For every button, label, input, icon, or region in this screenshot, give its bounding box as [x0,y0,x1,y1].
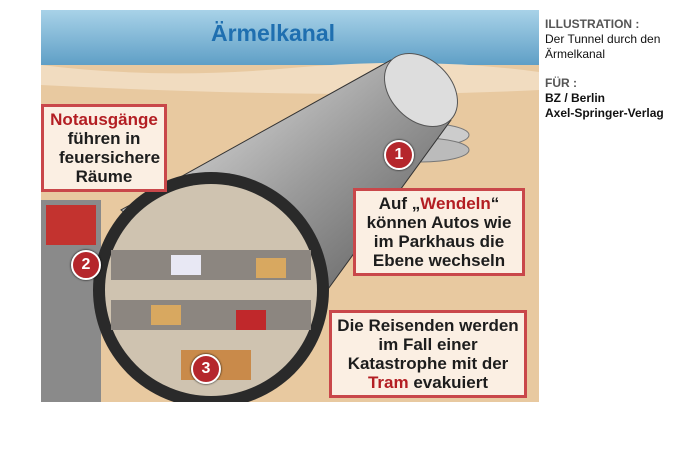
tunnel-end [384,53,458,127]
illustration-line: Der Tunnel durch den [545,32,661,46]
tunnel-drawing [41,10,539,408]
marker-2: 2 [71,250,101,280]
marker-1: 1 [384,140,414,170]
callout-prefix: Auf „ [378,194,421,213]
callout-highlight: Wendeln [420,194,491,213]
callout-highlight: Tram [367,373,409,392]
marker-3: 3 [191,354,221,384]
tunnel-inner [105,184,317,396]
for-label: FÜR : [545,76,577,90]
callout-text: führen in feuersichere Räume [59,129,161,186]
callout-wendeln: Auf „Wendeln“ können Autos wie im Parkha… [353,188,525,276]
callout-suffix: evakuiert [413,373,489,392]
emergency-room-fire [46,205,96,245]
callout-suffix: “ [490,194,500,213]
illustration-line: Ärmelkanal [545,47,606,61]
callout-tram: Die Reisenden werden im Fall einer Katas… [329,310,527,398]
illustration-label: ILLUSTRATION : [545,17,640,31]
car [171,255,201,275]
illustration-title: Ärmelkanal [211,20,336,46]
callout-text: Die Reisenden werden im Fall einer Katas… [337,316,519,373]
tunnel-illustration: Ärmelkanal Notausgänge führen in feuersi… [41,10,539,408]
credits: ILLUSTRATION : Der Tunnel durch den Ärme… [545,17,664,121]
client-line: Axel-Springer-Verlag [545,106,664,120]
car [256,258,286,278]
client-line: BZ / Berlin [545,91,606,105]
car [151,305,181,325]
callout-notausgaenge: Notausgänge führen in feuersichere Räume [41,104,167,192]
road-lower [111,300,311,330]
car [236,310,266,330]
callout-text: können Autos wie im Parkhaus die Ebene w… [366,213,512,270]
sea [41,10,539,65]
callout-highlight: Notausgänge [50,110,158,129]
